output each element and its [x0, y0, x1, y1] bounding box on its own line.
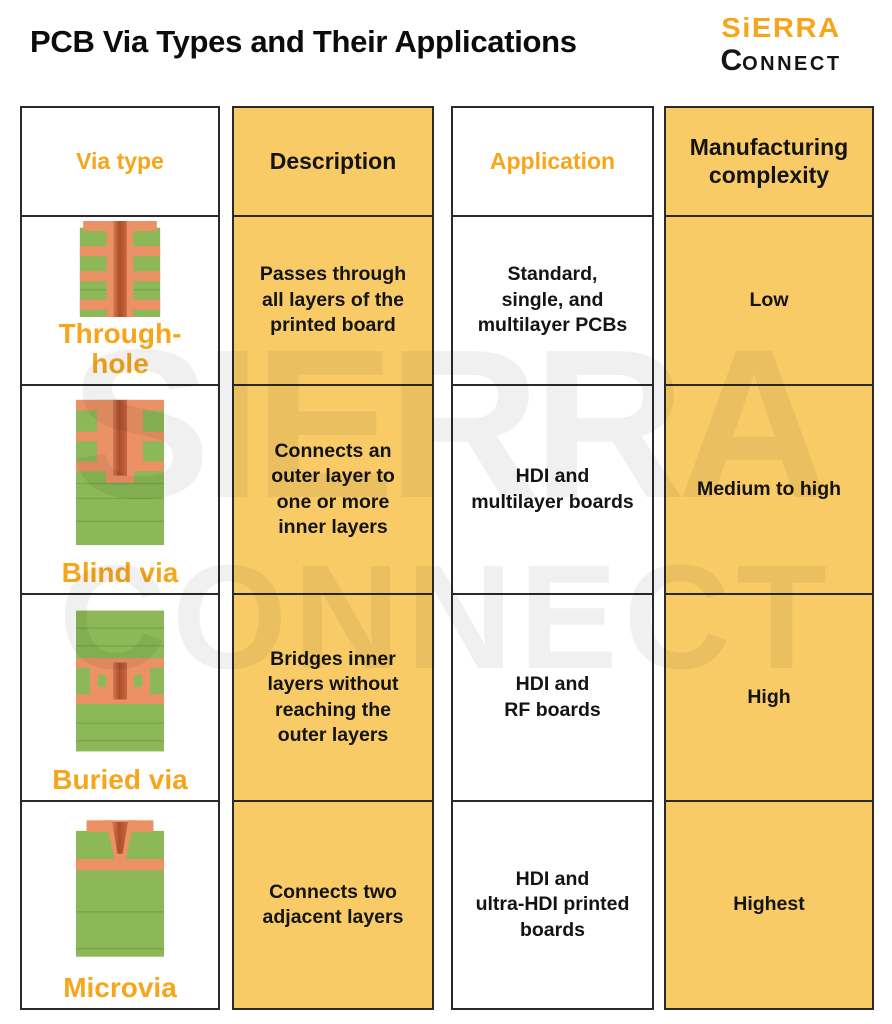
header-cell-via-type: Via type [22, 108, 218, 215]
cell-description-blind-via: Connects an outer layer to one or more i… [234, 384, 432, 593]
via-label-through-hole: Through-hole [58, 318, 182, 379]
header-cell-application: Application [453, 108, 652, 215]
cell-application-blind-via: HDI and multilayer boards [453, 384, 652, 593]
header-label-manufacturing-complexity: Manufacturing complexity [689, 134, 849, 188]
cell-complexity-buried-via: High [666, 593, 872, 800]
column-description: Description Passes through all layers of… [232, 106, 434, 1010]
cell-complexity-blind-via: Medium to high [666, 384, 872, 593]
cell-through-hole: Through-hole [22, 215, 218, 384]
through-hole-via-illustration [79, 221, 161, 318]
cell-blind-via: Blind via [22, 384, 218, 593]
brand-logo-connect: C ONNECT [692, 44, 870, 78]
cell-application-microvia: HDI and ultra-HDI printed boards [453, 800, 652, 1008]
cell-buried-via: Buried via [22, 593, 218, 800]
cell-description-microvia: Connects two adjacent layers [234, 800, 432, 1008]
brand-logo-connect-rest: ONNECT [742, 53, 842, 75]
header-label-application: Application [489, 147, 616, 174]
complexity-text: Low [749, 288, 789, 311]
via-label-blind-via: Blind via [61, 556, 179, 588]
complexity-text: Highest [733, 893, 805, 916]
brand-logo: SiERRA C ONNECT [692, 12, 870, 78]
column-manufacturing-complexity: Manufacturing complexity Low Medium to h… [664, 106, 874, 1010]
description-text: Connects two adjacent layers [262, 880, 404, 928]
complexity-text: Medium to high [696, 477, 842, 500]
application-text: HDI and multilayer boards [471, 465, 634, 513]
application-text: Standard, single, and multilayer PCBs [477, 263, 628, 337]
brand-logo-connect-initial: C [720, 44, 743, 77]
via-label-buried-via: Buried via [52, 763, 188, 795]
via-label-microvia: Microvia [63, 971, 177, 1003]
microvia-illustration [76, 820, 164, 957]
application-text: HDI and ultra-HDI printed boards [475, 867, 630, 941]
cell-application-buried-via: HDI and RF boards [453, 593, 652, 800]
header-label-via-type: Via type [76, 147, 164, 174]
column-via-type: Via type Through-hole [20, 106, 220, 1010]
buried-via-illustration [76, 610, 164, 752]
cell-complexity-through-hole: Low [666, 215, 872, 384]
page-title: PCB Via Types and Their Applications [30, 24, 577, 59]
brand-logo-sierra: SiERRA [721, 12, 841, 43]
header-cell-manufacturing-complexity: Manufacturing complexity [666, 108, 872, 215]
description-text: Passes through all layers of the printed… [259, 263, 407, 337]
header-cell-description: Description [234, 108, 432, 215]
application-text: HDI and RF boards [504, 673, 601, 721]
cell-application-through-hole: Standard, single, and multilayer PCBs [453, 215, 652, 384]
cell-description-through-hole: Passes through all layers of the printed… [234, 215, 432, 384]
header-label-description: Description [269, 147, 397, 174]
cell-description-buried-via: Bridges inner layers without reaching th… [234, 593, 432, 800]
blind-via-illustration [76, 400, 164, 546]
cell-complexity-microvia: Highest [666, 800, 872, 1008]
complexity-text: High [747, 685, 791, 708]
description-text: Bridges inner layers without reaching th… [267, 647, 399, 746]
column-application: Application Standard, single, and multil… [451, 106, 654, 1010]
cell-microvia: Microvia [22, 800, 218, 1008]
description-text: Connects an outer layer to one or more i… [271, 439, 395, 538]
